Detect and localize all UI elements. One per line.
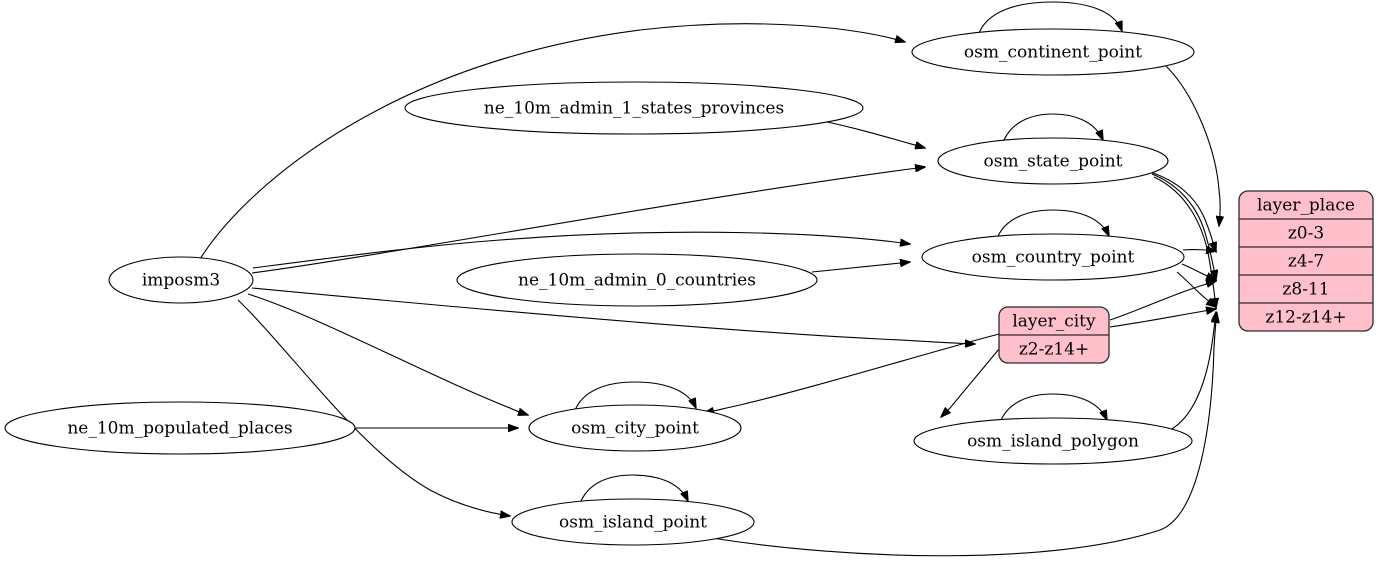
node-layer_place[interactable]: layer_place z0-3 z4-7 z8-11 z12-z14+ — [1238, 190, 1374, 332]
node-osm_country_point[interactable]: osm_country_point — [921, 233, 1185, 281]
edge-layer_city-osm_island_polygon — [941, 348, 1000, 417]
node-label-ne_10m_admin_1_states_provinces: ne_10m_admin_1_states_provinces — [484, 99, 784, 119]
node-label-osm_island_point: osm_island_point — [559, 513, 707, 533]
edge-osm_continent_point-layer_place-z0-3 — [1165, 65, 1220, 226]
edge-osm_country_point-layer_place-z4-7 — [1182, 250, 1216, 251]
node-imposm3[interactable]: imposm3 — [108, 256, 254, 304]
node-osm_island_polygon[interactable]: osm_island_polygon — [913, 417, 1193, 465]
edge-self-osm_state_point — [1001, 113, 1103, 146]
nodes-layer: imposm3 ne_10m_admin_1_states_provinces … — [4, 28, 1374, 546]
edge-osm_country_point-layer_place-z8-11 — [1181, 263, 1216, 280]
edge-ne_admin1-osm_state_point — [826, 121, 925, 148]
edge-layer_city-layer_place-z8-11 — [1109, 281, 1216, 321]
edge-self-osm_island_polygon — [998, 393, 1107, 426]
node-osm_city_point[interactable]: osm_city_point — [528, 404, 742, 452]
node-ne_10m_admin_0_countries[interactable]: ne_10m_admin_0_countries — [456, 253, 818, 307]
edge-self-osm_island_point — [578, 474, 688, 507]
node-label-osm_island_polygon: osm_island_polygon — [967, 432, 1139, 452]
layer_place-row-z4-7[interactable]: z4-7 — [1288, 252, 1324, 272]
edge-osm_state_point-layer_place-z8-11 — [1151, 173, 1216, 280]
edge-osm_country_point-layer_place-z12-z14+ — [1176, 271, 1216, 307]
layer_place-title: layer_place — [1257, 196, 1355, 216]
edge-self-osm_city_point — [573, 381, 696, 414]
node-ne_10m_populated_places[interactable]: ne_10m_populated_places — [4, 401, 356, 455]
node-ne_10m_admin_1_states_provinces[interactable]: ne_10m_admin_1_states_provinces — [404, 81, 864, 135]
layer_place-row-z8-11[interactable]: z8-11 — [1282, 280, 1329, 300]
node-osm_continent_point[interactable]: osm_continent_point — [911, 28, 1195, 76]
edge-layer_city-layer_place-z12-z14+ — [1109, 309, 1216, 328]
edge-imposm3-osm_state_point — [251, 167, 925, 274]
edge-self-osm_continent_point — [977, 1, 1122, 37]
node-label-osm_continent_point: osm_continent_point — [964, 43, 1142, 63]
node-label-ne_10m_admin_0_countries: ne_10m_admin_0_countries — [518, 271, 756, 291]
node-label-osm_city_point: osm_city_point — [571, 419, 699, 439]
edges-layer — [199, 1, 1220, 557]
node-layer_city[interactable]: layer_city z2-z14+ — [998, 306, 1110, 364]
edge-imposm3-osm_country_point — [252, 231, 910, 269]
layer_city-row-z2-z14plus[interactable]: z2-z14+ — [1019, 340, 1089, 360]
layer_city-title: layer_city — [1012, 312, 1096, 332]
edge-imposm3-osm_island_point — [237, 299, 510, 516]
edge-imposm3-layer_city — [251, 287, 975, 344]
node-osm_state_point[interactable]: osm_state_point — [937, 137, 1169, 185]
layer_place-row-z12-z14plus[interactable]: z12-z14+ — [1265, 308, 1346, 328]
edge-osm_state_point-layer_place-z4-7 — [1149, 171, 1216, 252]
node-osm_island_point[interactable]: osm_island_point — [511, 498, 755, 546]
node-label-imposm3: imposm3 — [142, 271, 220, 291]
edge-self-osm_country_point — [995, 209, 1109, 242]
node-label-osm_state_point: osm_state_point — [984, 152, 1123, 172]
edge-layer_city-osm_city_point — [704, 333, 1000, 413]
edge-imposm3-osm_city_point — [247, 293, 528, 415]
edge-ne_admin0-osm_country_point — [811, 262, 910, 273]
edge-osm_island_point-layer_place-z12-z14+ — [711, 313, 1217, 557]
node-label-osm_country_point: osm_country_point — [972, 248, 1135, 268]
edge-imposm3-osm_continent_point — [199, 23, 905, 260]
node-label-ne_10m_populated_places: ne_10m_populated_places — [67, 419, 292, 439]
layer_place-row-z0-3[interactable]: z0-3 — [1288, 224, 1324, 244]
